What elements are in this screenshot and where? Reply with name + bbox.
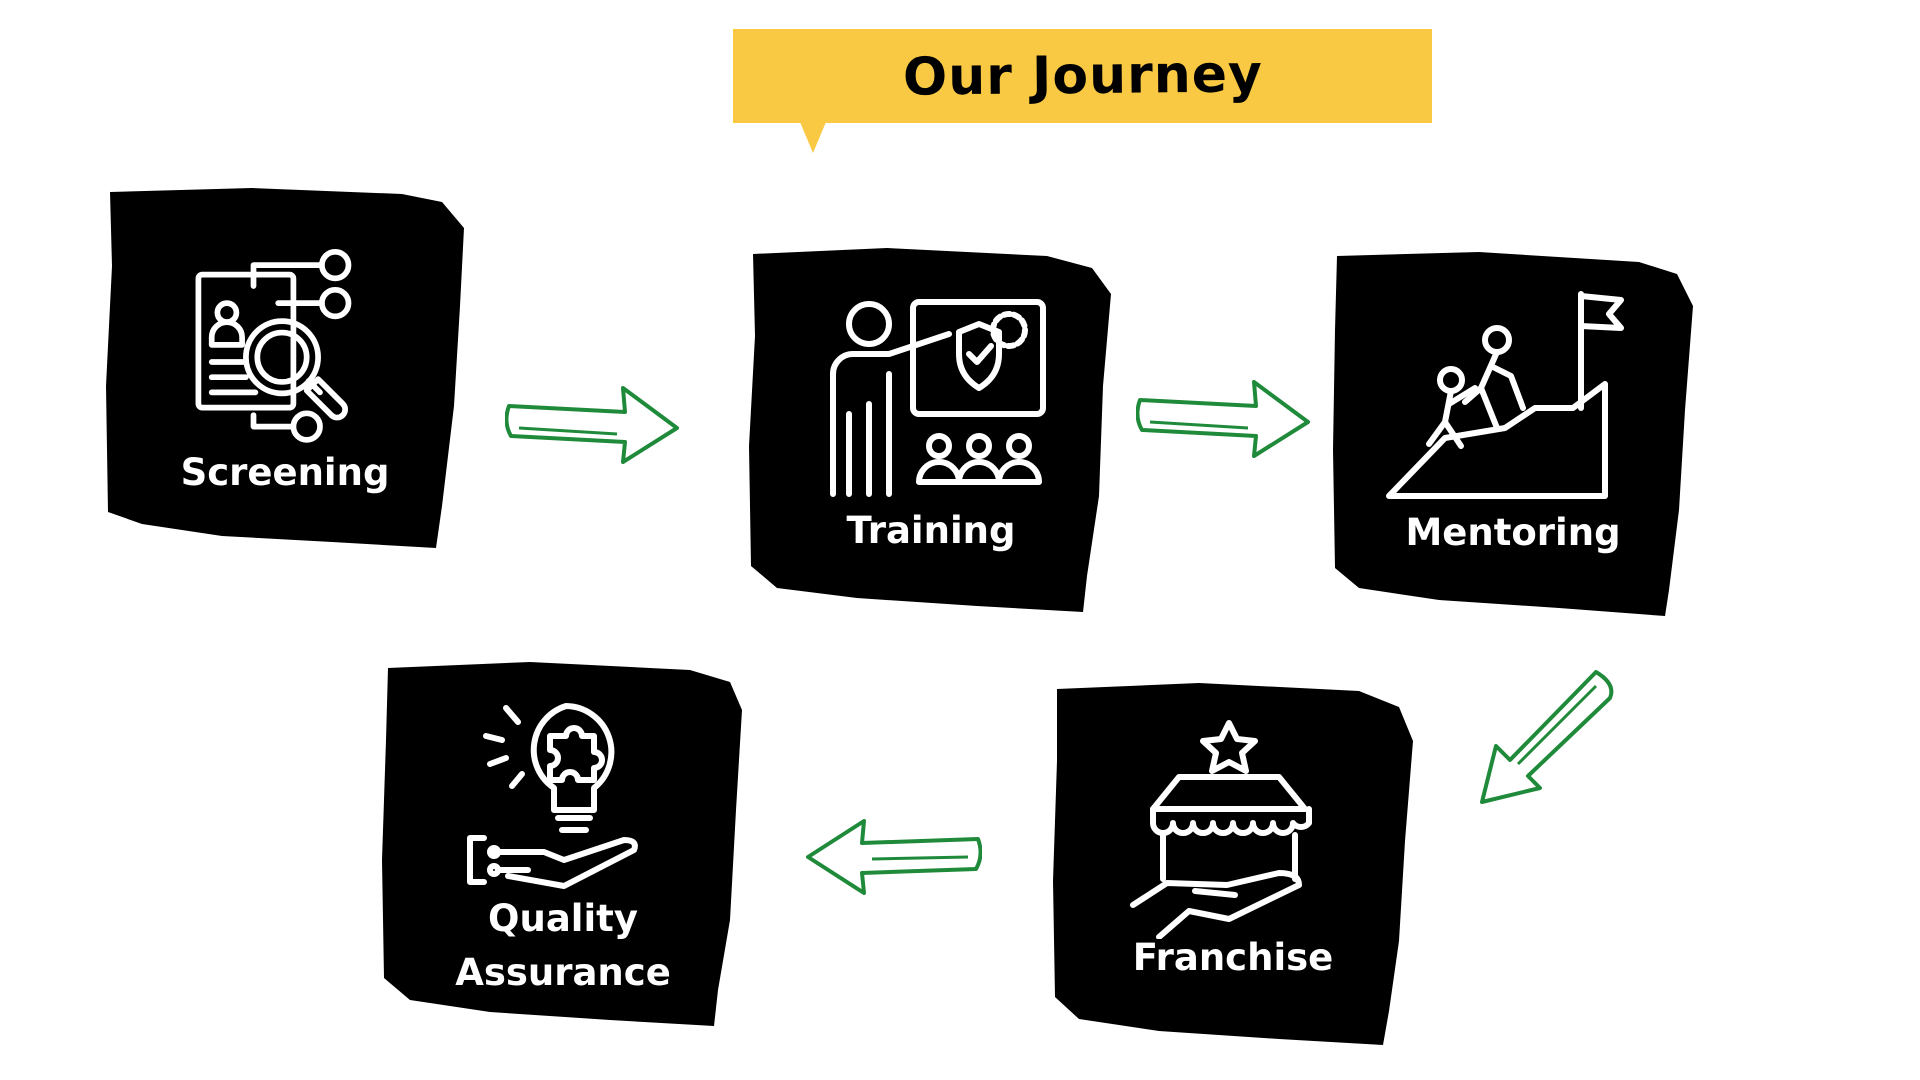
- climbing-help-icon: [1386, 291, 1624, 499]
- step-label: Mentoring: [1405, 511, 1621, 554]
- arrow-right-icon: [505, 386, 679, 464]
- step-mentoring: Mentoring: [1329, 250, 1697, 620]
- card-background: [1333, 252, 1693, 616]
- banner-pointer: [800, 122, 826, 153]
- step-label: Training: [846, 509, 1016, 552]
- arrow-down-left-icon: [1480, 670, 1614, 804]
- idea-puzzle-icon: [467, 703, 638, 889]
- step-training: Training: [747, 246, 1115, 618]
- presentation-icon: [830, 299, 1046, 497]
- step-quality-assurance: Quality Assurance: [380, 660, 746, 1030]
- card-background: [1053, 683, 1413, 1045]
- card-background: [106, 188, 464, 548]
- title-banner: Our Journey: [733, 29, 1432, 153]
- store-in-hand-icon: [1130, 720, 1312, 939]
- candidate-search-icon: [195, 248, 352, 443]
- step-label-line2: Assurance: [455, 951, 671, 994]
- step-label: Screening: [180, 451, 390, 494]
- step-franchise: Franchise: [1049, 681, 1417, 1049]
- arrow-right-icon: [1136, 380, 1310, 458]
- step-label: Franchise: [1132, 936, 1334, 979]
- step-screening: Screening: [102, 186, 468, 556]
- card-background: [382, 662, 742, 1026]
- page-title: Our Journey: [902, 44, 1263, 108]
- arrow-left-icon: [806, 819, 982, 895]
- step-label-line1: Quality: [488, 897, 638, 940]
